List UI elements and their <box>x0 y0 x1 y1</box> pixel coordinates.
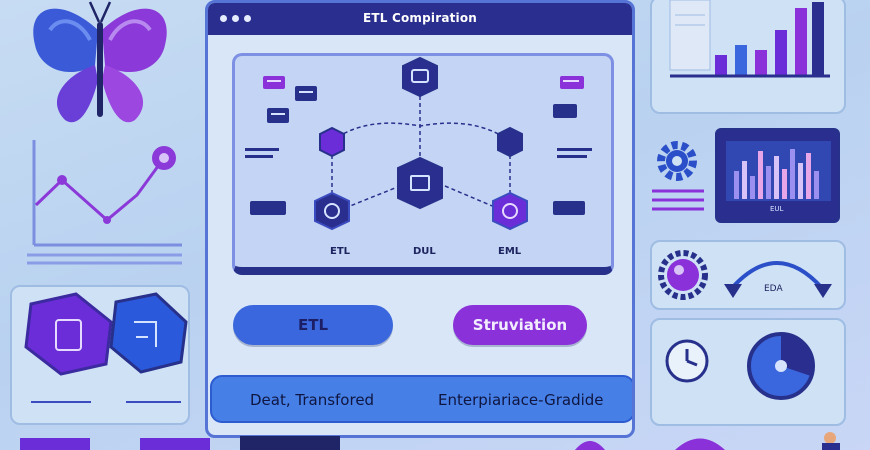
etl-button[interactable]: ETL <box>233 305 393 345</box>
purple-orb-icon[interactable] <box>658 250 708 300</box>
window-title: ETL Compiration <box>362 11 478 25</box>
gauge-icon <box>747 332 815 400</box>
diagram-label-dul: DUL <box>413 246 436 257</box>
situation-button[interactable]: Struviation <box>453 305 587 345</box>
title-bar: ETL Compiration <box>208 3 632 35</box>
pipeline-connections <box>245 56 592 231</box>
diagram-label-etl: ETL <box>330 246 351 257</box>
integration-hexagons <box>24 292 188 403</box>
pipeline-diagram: ETL DUL EML <box>232 53 614 275</box>
footer-bar: Deat, Transfored Enterpiariace-Gradide <box>210 375 632 423</box>
window-control-dot[interactable] <box>220 15 227 22</box>
butterfly-illustration <box>33 1 167 123</box>
flow-arrows <box>724 261 832 298</box>
footer-right-text: Enterpiariace-Gradide <box>438 391 604 409</box>
line-chart-panel <box>27 140 182 265</box>
dashboard-monitor: EUL <box>715 128 840 223</box>
monitor-bar-chart <box>726 141 831 201</box>
gear-icon[interactable] <box>652 136 702 186</box>
clock-icon <box>665 339 709 383</box>
flow-label: EDA <box>764 284 783 294</box>
monitor-label: EUL <box>770 205 784 213</box>
bottom-decorations <box>20 432 840 450</box>
settings-lines <box>652 189 704 211</box>
footer-left-text: Deat, Transfored <box>250 391 375 409</box>
bar-chart-graphic <box>669 0 830 78</box>
window-control-dot[interactable] <box>244 15 251 22</box>
etl-comparison-window: ETL Compiration <box>205 0 635 438</box>
window-control-dot[interactable] <box>232 15 239 22</box>
diagram-label-eml: EML <box>498 246 522 257</box>
